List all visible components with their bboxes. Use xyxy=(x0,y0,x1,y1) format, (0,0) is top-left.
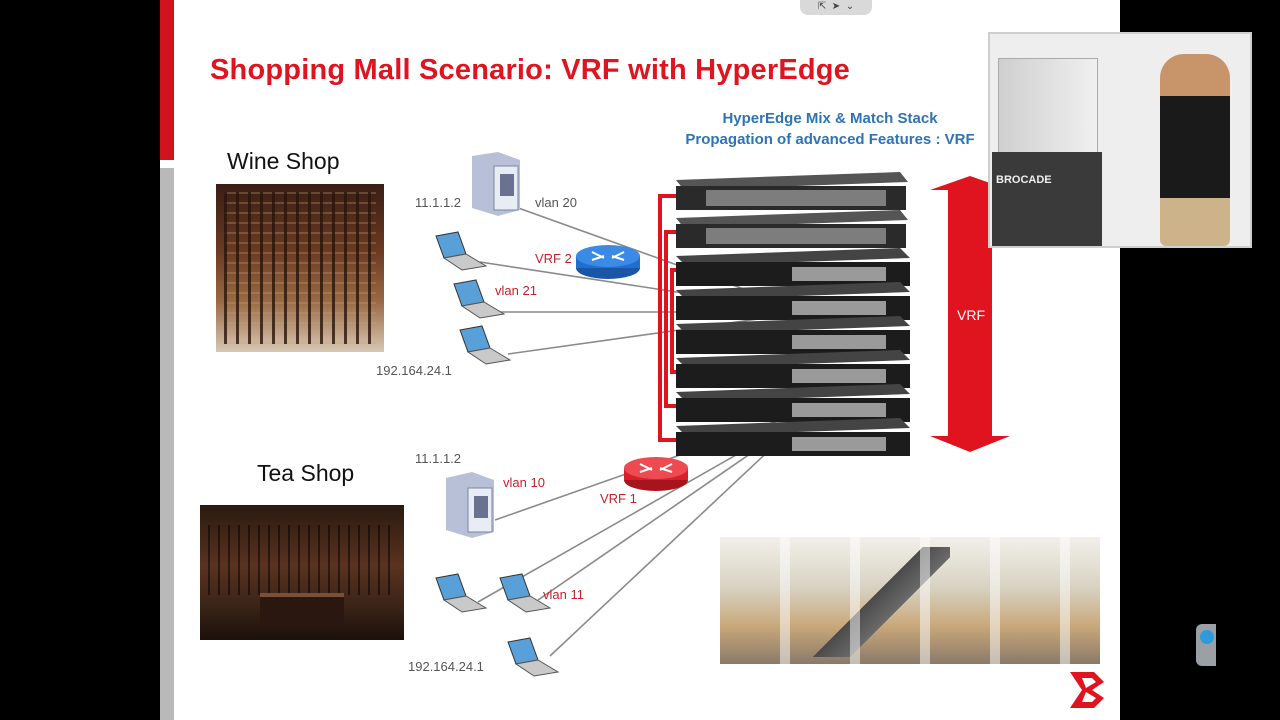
vrf2-router-icon xyxy=(576,245,640,279)
tea-router-label: VRF 1 xyxy=(600,491,637,506)
mall-columns-graphic xyxy=(720,537,1100,664)
tea-laptop-vlan: vlan 11 xyxy=(543,587,584,602)
switch-stack xyxy=(676,172,910,456)
shrink-icon[interactable]: ⇱ xyxy=(817,1,827,12)
viewer-toolbar[interactable]: ⇱ ➤ ⌄ xyxy=(800,0,872,15)
chat-icon xyxy=(1200,630,1214,644)
feature-caption-line-2: Propagation of advanced Features : VRF xyxy=(685,131,975,148)
tea-shop-label: Tea Shop xyxy=(257,460,355,486)
feature-caption-line-1: HyperEdge Mix & Match Stack xyxy=(722,110,938,127)
wine-shop-label: Wine Shop xyxy=(227,148,340,174)
wine-server-vlan: vlan 20 xyxy=(535,195,577,210)
switch-unit-2 xyxy=(676,210,908,248)
wine-server-icon xyxy=(472,152,520,216)
tea-shelves-graphic xyxy=(208,525,396,595)
wine-shop-photo xyxy=(216,184,384,352)
switch-unit-3 xyxy=(676,248,910,286)
tea-server-vlan: vlan 10 xyxy=(503,475,545,490)
switch-unit-4 xyxy=(676,282,910,320)
switch-unit-7 xyxy=(676,384,910,422)
wine-router-label: VRF 2 xyxy=(535,251,572,266)
webcam-cabinet-graphic xyxy=(992,152,1102,246)
switch-unit-5 xyxy=(676,316,910,354)
presenter-webcam[interactable]: BROCADE xyxy=(988,32,1252,248)
chevron-down-icon[interactable]: ⌄ xyxy=(842,1,855,12)
side-panel-tab[interactable] xyxy=(1196,624,1216,666)
switch-unit-1 xyxy=(676,172,908,210)
wine-laptop-icon-3 xyxy=(459,325,512,365)
wine-rack-graphic xyxy=(224,192,376,344)
webcam-brand-text: BROCADE xyxy=(996,174,1052,186)
slide-accent-bar-red xyxy=(160,0,174,160)
cursor-icon: ➤ xyxy=(829,1,841,12)
vrf-arrow-label: VRF xyxy=(957,307,985,323)
slide-title: Shopping Mall Scenario: VRF with HyperEd… xyxy=(210,54,851,86)
wine-laptop-icon-1 xyxy=(435,231,488,271)
tea-server-icon xyxy=(446,472,494,538)
tea-shop-photo xyxy=(200,505,404,640)
slide-accent-bar-gray xyxy=(160,168,174,720)
tea-laptop-ip: 192.164.24.1 xyxy=(408,659,484,674)
switch-unit-8 xyxy=(676,418,910,456)
switch-unit-6 xyxy=(676,350,910,388)
vrf1-router-icon xyxy=(624,457,688,491)
wine-laptop-vlan: vlan 21 xyxy=(495,283,537,298)
wine-server-ip: 11.1.1.2 xyxy=(415,195,462,210)
tea-table-graphic xyxy=(260,593,344,627)
wine-laptop-icon-2 xyxy=(453,279,506,319)
feature-caption: HyperEdge Mix & Match Stack Propagation … xyxy=(660,108,1000,150)
brocade-logo-icon xyxy=(1070,672,1104,708)
wine-laptop-ip: 192.164.24.1 xyxy=(376,363,452,378)
stack-cabling xyxy=(658,194,676,442)
shopping-mall-photo xyxy=(720,537,1100,664)
tea-server-ip: 11.1.1.2 xyxy=(415,451,462,466)
webcam-person-graphic xyxy=(1160,54,1230,246)
tea-laptop-icon-3 xyxy=(507,637,560,677)
tea-laptop-icon-1 xyxy=(435,573,488,613)
tea-laptop-icon-2 xyxy=(499,573,552,613)
